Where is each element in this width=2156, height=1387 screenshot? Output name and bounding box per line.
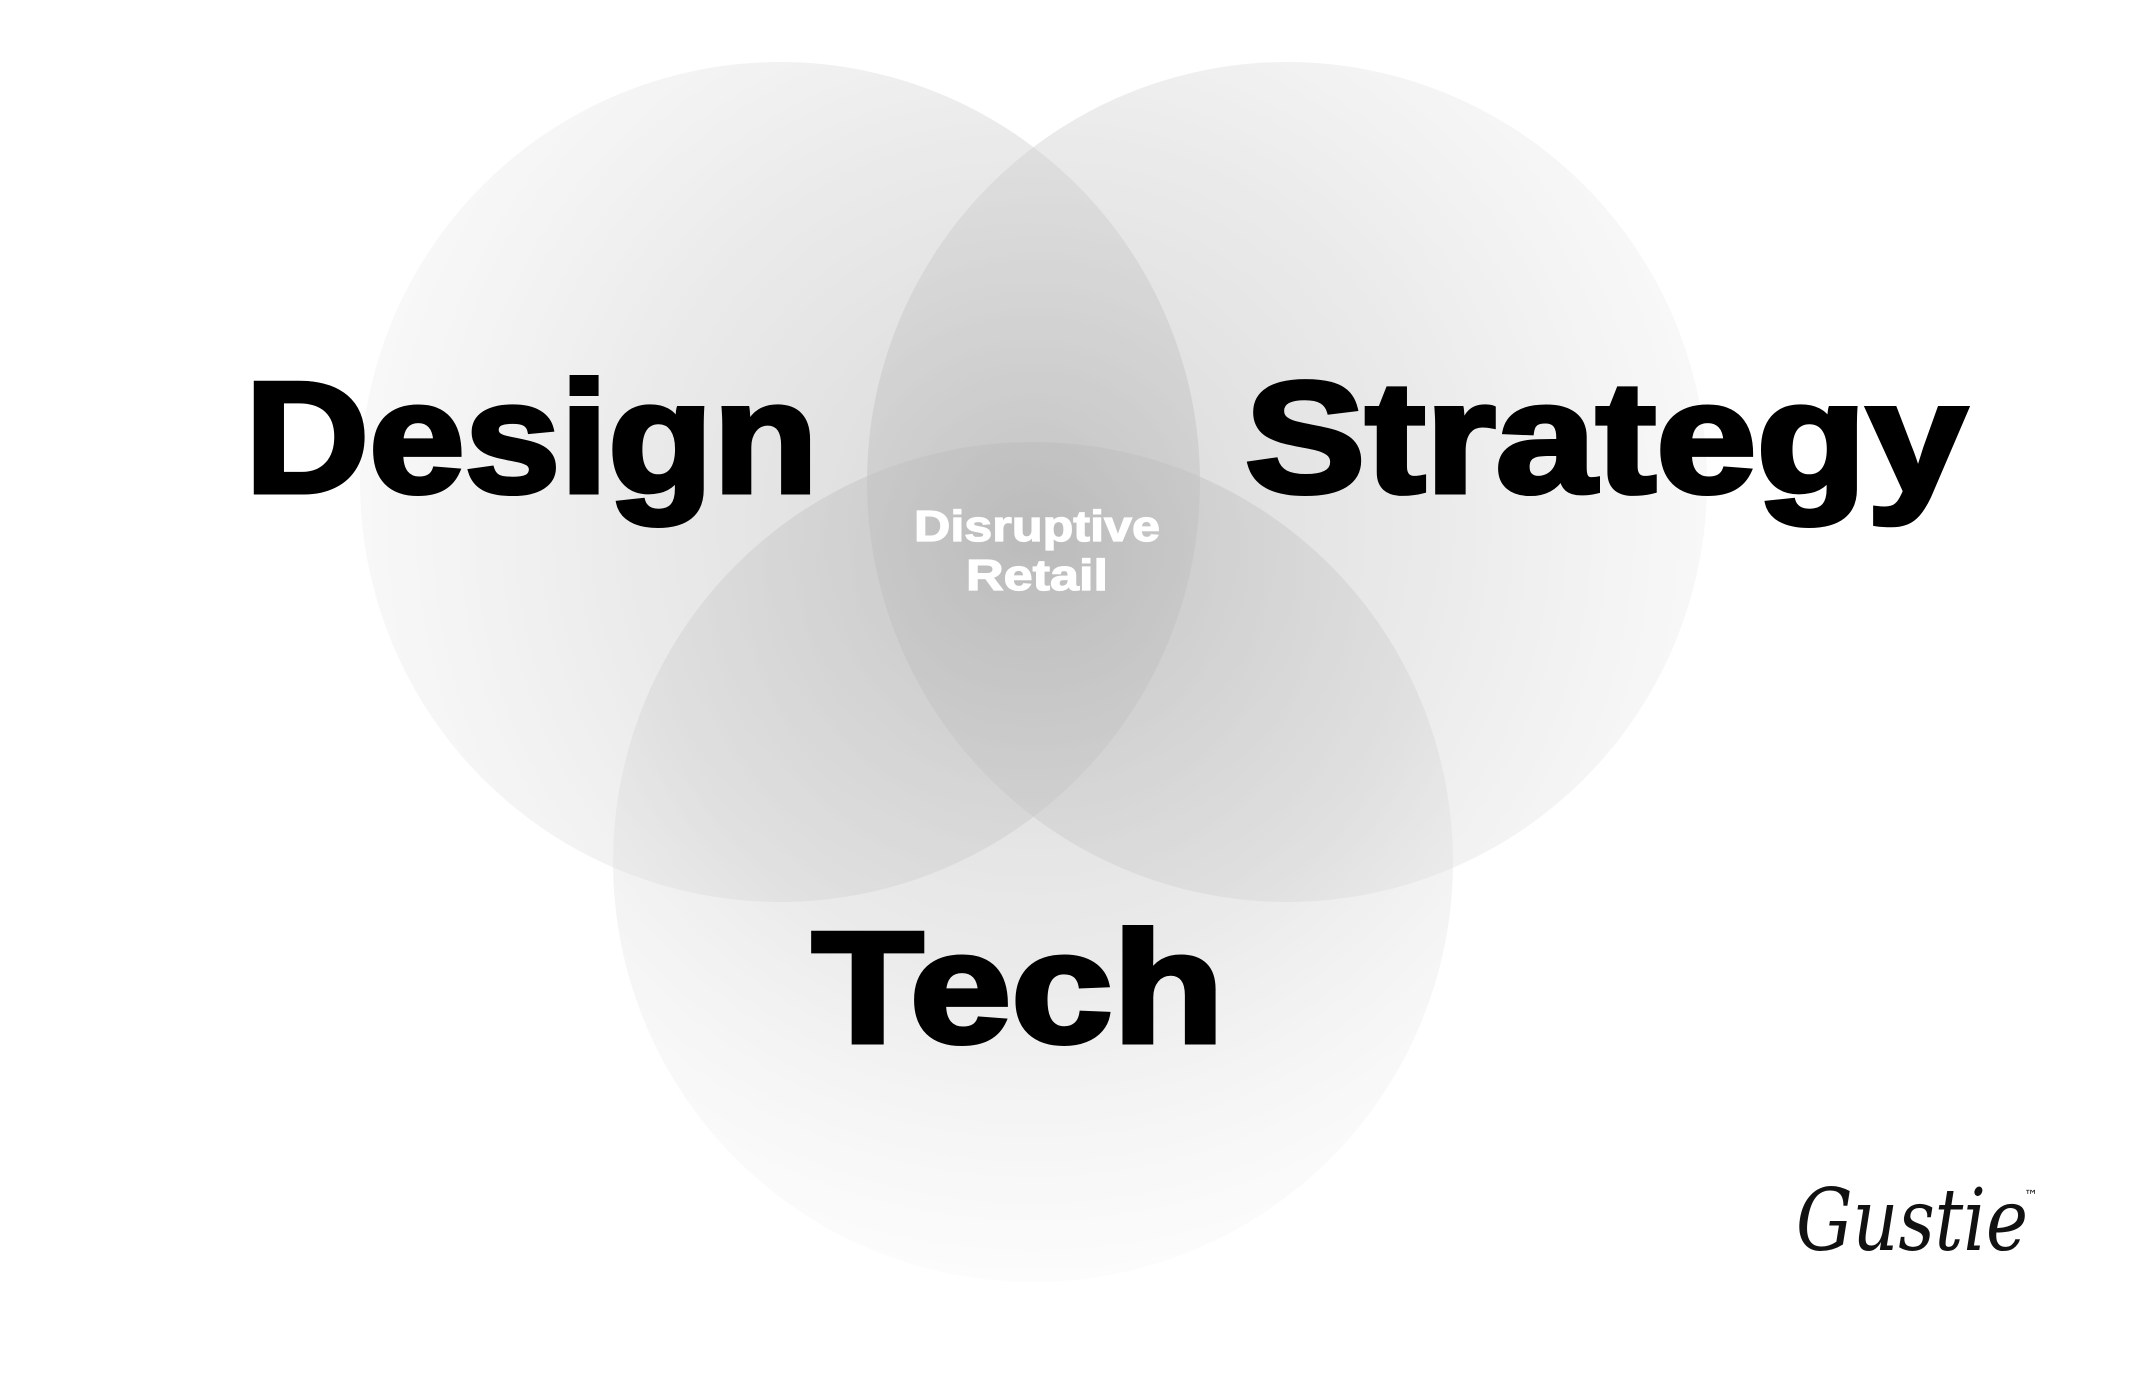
logo-wordmark: Gustie (1796, 1171, 2028, 1271)
design-label: Design (245, 350, 818, 526)
logo-trademark: ™ (2024, 1188, 2038, 1204)
intersection-label-line1: Disruptive (914, 502, 1160, 551)
tech-label: Tech (812, 900, 1224, 1076)
tech-circle (613, 442, 1453, 1282)
intersection-label-line2: Retail (966, 551, 1108, 600)
gustie-logo: Gustie ™ (1796, 1171, 2038, 1271)
strategy-label: Strategy (1245, 350, 1967, 526)
